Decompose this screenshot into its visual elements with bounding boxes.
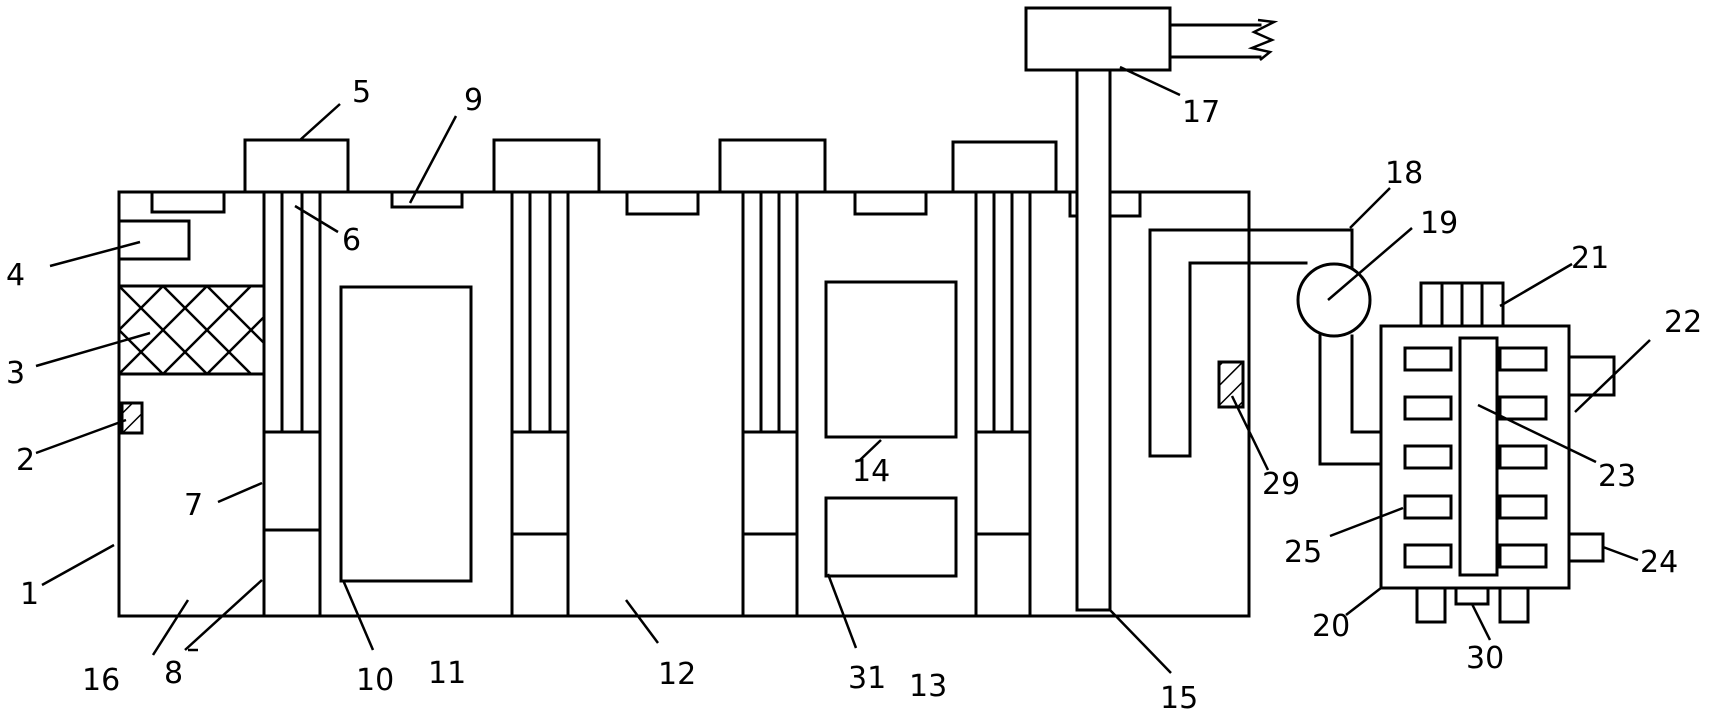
pipe-18-inner <box>1188 261 1308 458</box>
label-23: 23 <box>1598 459 1636 494</box>
lid-slot-9 <box>390 190 464 209</box>
motor-5 <box>243 138 350 194</box>
sensor-29 <box>1217 360 1245 409</box>
plate-14 <box>824 280 958 439</box>
fin <box>1403 395 1453 421</box>
label-19: 19 <box>1420 206 1458 241</box>
partition-1 <box>262 190 322 618</box>
label-8: 8 <box>164 656 183 691</box>
filter-mesh-3 <box>119 286 264 374</box>
box-17 <box>1024 6 1172 72</box>
label-12: 12 <box>658 657 696 692</box>
label-25: 25 <box>1284 535 1322 570</box>
label-22: 22 <box>1664 305 1702 340</box>
lid-slot <box>150 190 226 214</box>
partition-3 <box>741 190 799 618</box>
fin <box>1498 543 1548 569</box>
part-labels: 1 2 3 4 5 6 7 8 9 10 11 12 13 14 15 16 1… <box>6 75 1702 716</box>
lid-slot <box>853 190 928 216</box>
fin-25 <box>1403 494 1453 520</box>
label-4: 4 <box>6 258 25 293</box>
label-5: 5 <box>352 75 371 110</box>
label-21: 21 <box>1571 241 1609 276</box>
label-30: 30 <box>1466 641 1504 676</box>
label-6: 6 <box>342 223 361 258</box>
label-29: 29 <box>1262 467 1300 502</box>
foot <box>1415 586 1447 624</box>
fin <box>1403 543 1453 569</box>
port-24 <box>1567 532 1605 563</box>
fin <box>1498 395 1548 421</box>
fin <box>1498 444 1548 470</box>
break-line <box>1247 18 1279 61</box>
fin <box>1403 346 1453 372</box>
label-18: 18 <box>1385 156 1423 191</box>
label-10: 10 <box>356 663 394 698</box>
foot <box>1498 586 1530 624</box>
drain-30 <box>1454 586 1490 606</box>
leader-lines <box>35 65 1651 674</box>
label-15: 15 <box>1160 681 1198 716</box>
plate-10 <box>339 285 473 583</box>
part-4-block <box>117 219 191 261</box>
fin <box>1403 444 1453 470</box>
lid-slot <box>625 190 700 216</box>
pipe-connector <box>1318 334 1383 466</box>
pipe-connector <box>1350 334 1383 434</box>
label-11: 11 <box>428 656 466 691</box>
unit-20 <box>1379 281 1616 624</box>
motor-box <box>718 138 827 194</box>
label-9: 9 <box>464 83 483 118</box>
label-3: 3 <box>6 356 25 391</box>
sensor-2 <box>120 401 144 435</box>
motor-box <box>492 138 601 194</box>
core-23 <box>1458 336 1499 577</box>
label-14: 14 <box>852 454 890 489</box>
label-13: 13 <box>909 669 947 704</box>
label-2: 2 <box>16 443 35 478</box>
fin <box>1498 494 1548 520</box>
label-31: 31 <box>848 661 886 696</box>
label-7: 7 <box>184 488 203 523</box>
outlet-22 <box>1567 355 1616 397</box>
plate-31 <box>824 496 958 578</box>
label-16: 16 <box>82 663 120 698</box>
label-1: 1 <box>20 577 39 612</box>
label-24: 24 <box>1640 545 1678 580</box>
label-20: 20 <box>1312 609 1350 644</box>
partition-2 <box>510 190 570 618</box>
motor-box <box>951 140 1058 194</box>
label-17: 17 <box>1182 95 1220 130</box>
main-tank <box>117 190 1251 618</box>
pipe-18-outer <box>1148 228 1354 458</box>
pump-19 <box>1296 262 1372 338</box>
vertical-pipe-15 <box>1075 68 1112 612</box>
partition-4 <box>974 190 1032 618</box>
fin <box>1498 346 1548 372</box>
